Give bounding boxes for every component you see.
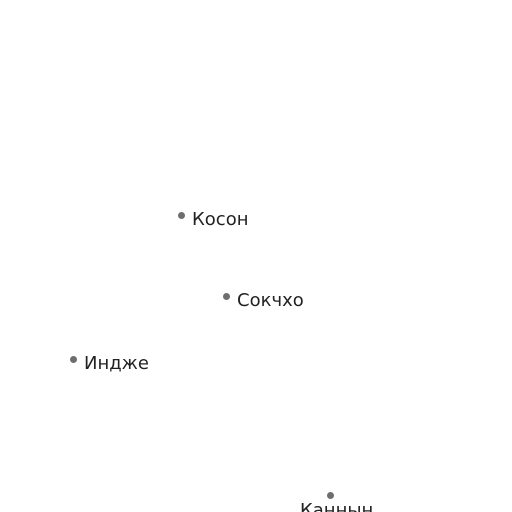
place-label: Сокчхо: [237, 290, 304, 311]
city-dot-icon: [70, 356, 77, 363]
city-dot-icon: [327, 492, 334, 499]
place-marker-kannyn[interactable]: Каннын: [300, 492, 373, 512]
place-marker-koson[interactable]: Косон: [178, 202, 248, 229]
place-label: Каннын: [300, 500, 374, 512]
place-marker-sokchkho[interactable]: Сокчхо: [223, 283, 304, 310]
city-dot-icon: [178, 212, 185, 219]
place-label: Индже: [84, 353, 149, 374]
city-dot-icon: [223, 293, 230, 300]
place-marker-indzhe[interactable]: Индже: [70, 346, 149, 373]
place-label: Косон: [192, 209, 249, 230]
